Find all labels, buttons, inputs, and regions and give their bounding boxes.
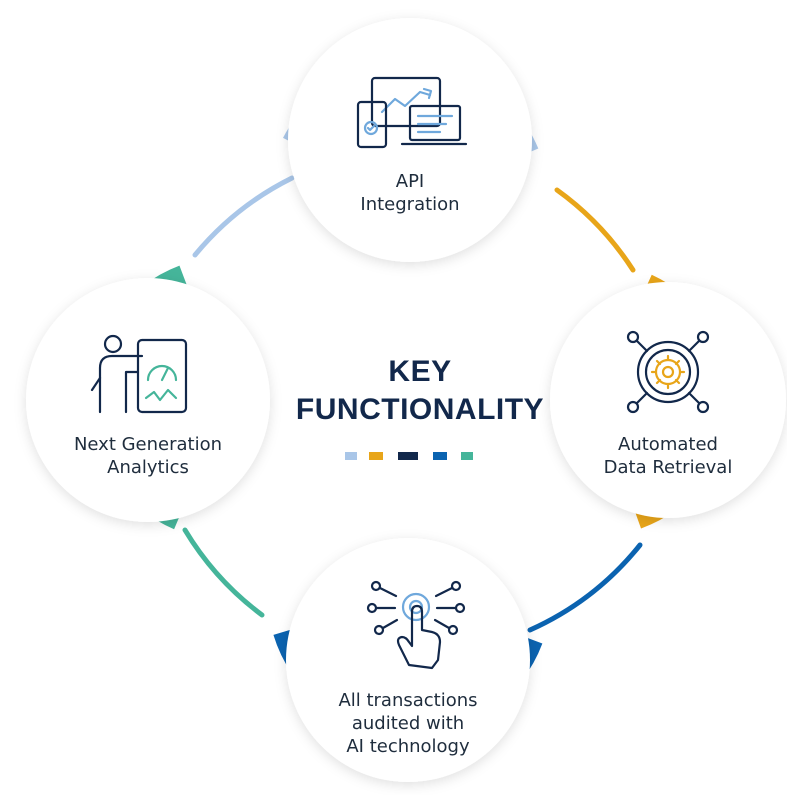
retrieval-circle — [550, 282, 786, 518]
legend-swatch-3 — [398, 452, 418, 460]
audit-label: All transactions audited with AI technol… — [308, 689, 508, 758]
retrieval-label-line-2: Data Retrieval — [603, 457, 733, 478]
api-label-line-2: Integration — [360, 194, 460, 215]
api-label: API Integration — [310, 170, 510, 216]
hand-gear-network-icon — [366, 580, 466, 670]
legend-swatch-1 — [345, 452, 357, 460]
connector-arc-retrieval-audit — [527, 542, 643, 633]
audit-label-line-3: AI technology — [346, 736, 470, 757]
legend-swatch-4 — [433, 452, 447, 460]
color-legend-bar — [343, 452, 483, 462]
retrieval-label-line-1: Automated — [618, 434, 718, 455]
analytics-label-line-2: Analytics — [107, 457, 189, 478]
connector-arc-audit-analytics — [182, 527, 265, 618]
legend-swatch-5 — [461, 452, 473, 460]
audit-circle — [286, 538, 530, 782]
analytics-label-line-1: Next Generation — [73, 434, 223, 455]
legend-swatch-2 — [369, 452, 383, 460]
audit-label-line-2: audited with — [351, 713, 465, 734]
connector-arc-api-retrieval — [554, 187, 636, 273]
audit-label-line-1: All transactions — [338, 690, 478, 711]
presenter-gauge-icon — [90, 334, 188, 414]
title-line-2: FUNCTIONALITY — [295, 393, 545, 426]
retrieval-label: Automated Data Retrieval — [578, 433, 758, 479]
center-title: KEY FUNCTIONALITY — [230, 354, 610, 430]
api-label-line-1: API — [395, 171, 425, 192]
analytics-circle — [26, 278, 270, 522]
title-line-1: KEY — [388, 355, 452, 388]
devices-chart-icon — [356, 76, 468, 149]
analytics-label: Next Generation Analytics — [50, 433, 246, 479]
connector-arc-analytics-api — [192, 175, 295, 258]
gear-network-icon — [626, 330, 710, 414]
